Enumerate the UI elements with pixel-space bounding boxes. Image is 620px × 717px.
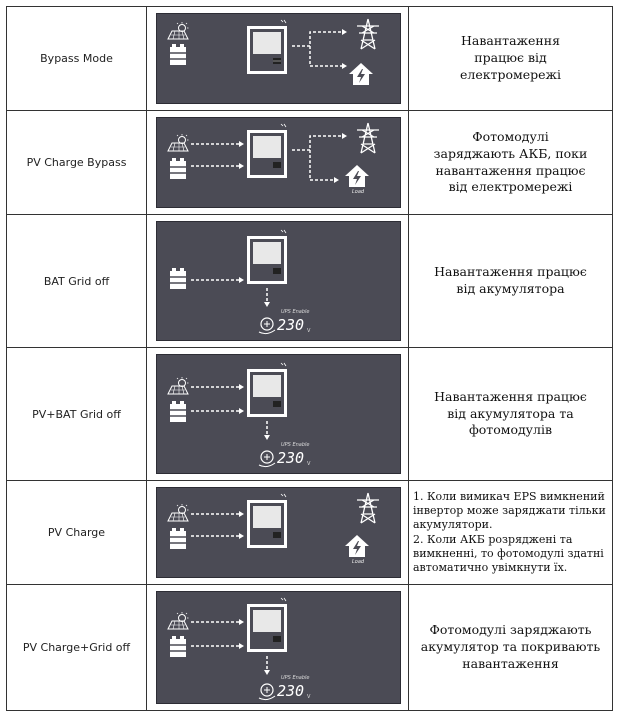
- ups-flow-line: [264, 656, 270, 675]
- mode-diagram-cell: Load: [147, 481, 409, 584]
- pv-panel-icon: [167, 134, 189, 152]
- battery-icon: [170, 636, 186, 657]
- pv-panel-icon: [167, 504, 189, 522]
- operating-modes-table: Bypass Mode: [6, 6, 613, 711]
- mode-diagram: UPS Enable 230 V: [156, 221, 401, 341]
- mode-diagram-cell: UPS Enable 230 V: [147, 585, 409, 710]
- ups-voltage-unit: V: [307, 694, 311, 700]
- battery-icon: [170, 268, 186, 289]
- mode-name: PV Charge: [7, 481, 147, 584]
- grid-flow-line: [292, 29, 347, 69]
- mode-description: Фотомодулі заряджають АКБ, поки навантаж…: [409, 111, 612, 214]
- ups-output-icon: UPS Enable 230 V: [258, 442, 311, 468]
- battery-flow-line: [191, 277, 244, 283]
- inverter-icon: [247, 597, 287, 652]
- pv-flow-line: [191, 511, 244, 539]
- mode-diagram-cell: UPS Enable 230 V: [147, 215, 409, 347]
- mode-description-text: Фотомодулі заряджають АКБ, поки навантаж…: [433, 128, 588, 195]
- battery-icon: [170, 528, 186, 549]
- inverter-icon: [247, 229, 287, 284]
- table-row: PV Charge: [7, 481, 612, 585]
- pv-panel-icon: [167, 22, 189, 40]
- grid-tower-icon: [357, 18, 379, 50]
- mode-name: Bypass Mode: [7, 7, 147, 110]
- ups-voltage-value: 230: [277, 449, 304, 467]
- mode-description: Навантаження працює від акумулятора та ф…: [409, 348, 612, 480]
- mode-description: Фотомодулі заряджають акумулятор та покр…: [409, 585, 612, 710]
- mode-diagram: UPS Enable 230 V: [156, 591, 401, 704]
- mode-diagram: [156, 13, 401, 104]
- battery-icon: [170, 401, 186, 422]
- table-row: PV Charge Bypass: [7, 111, 612, 215]
- grid-flow-line: [292, 133, 347, 183]
- table-row: Bypass Mode: [7, 7, 612, 111]
- house-icon: Load: [345, 165, 369, 195]
- mode-name: BAT Grid off: [7, 215, 147, 347]
- mode-description: Навантаження працює від електромережі: [409, 7, 612, 110]
- mode-name: PV Charge Bypass: [7, 111, 147, 214]
- inverter-icon: [247, 493, 287, 548]
- ups-enable-label: UPS Enable: [281, 442, 309, 448]
- table-row: PV+BAT Grid off: [7, 348, 612, 481]
- mode-diagram-cell: UPS Enable 230 V: [147, 348, 409, 480]
- mode-description-text: Навантаження працює від акумулятора та ф…: [434, 388, 587, 438]
- mode-description: Навантаження працює від акумулятора: [409, 215, 612, 347]
- grid-tower-icon: [357, 492, 379, 524]
- mode-name: PV Charge+Grid off: [7, 585, 147, 710]
- mode-description-text: 1. Коли вимикач EPS вимкнений інвертор м…: [413, 489, 606, 575]
- ups-voltage-value: 230: [277, 682, 304, 700]
- pv-flow-line: [191, 619, 244, 649]
- ups-output-icon: UPS Enable 230 V: [258, 675, 311, 701]
- house-load-label: Load: [352, 189, 365, 195]
- table-row: PV Charge+Grid off: [7, 585, 612, 710]
- battery-icon: [170, 158, 186, 179]
- mode-diagram-cell: [147, 7, 409, 110]
- mode-diagram: Load: [156, 487, 401, 578]
- pv-panel-icon: [167, 612, 189, 630]
- ups-voltage-unit: V: [307, 461, 311, 467]
- mode-diagram: UPS Enable 230 V: [156, 354, 401, 474]
- inverter-icon: [247, 362, 287, 417]
- ups-flow-line: [264, 288, 270, 307]
- house-icon: [349, 63, 373, 85]
- table-row: BAT Grid off: [7, 215, 612, 348]
- battery-icon: [170, 44, 186, 65]
- ups-enable-label: UPS Enable: [281, 309, 309, 315]
- house-icon: Load: [345, 535, 369, 565]
- ups-voltage-value: 230: [277, 316, 304, 334]
- house-load-label: Load: [352, 559, 365, 565]
- ups-flow-line: [264, 421, 270, 440]
- mode-description-text: Навантаження працює від електромережі: [459, 33, 561, 82]
- ups-voltage-unit: V: [307, 328, 311, 334]
- inverter-icon: [247, 19, 287, 74]
- pv-flow-line: [191, 384, 244, 414]
- grid-tower-icon: [357, 122, 379, 154]
- pv-panel-icon: [167, 377, 189, 395]
- pv-flow-line: [191, 141, 244, 169]
- mode-diagram: Load: [156, 117, 401, 208]
- mode-name: PV+BAT Grid off: [7, 348, 147, 480]
- mode-description: 1. Коли вимикач EPS вимкнений інвертор м…: [409, 481, 612, 584]
- mode-description-text: Фотомодулі заряджають акумулятор та покр…: [420, 622, 601, 671]
- mode-description-text: Навантаження працює від акумулятора: [434, 264, 587, 296]
- ups-enable-label: UPS Enable: [281, 675, 309, 681]
- ups-output-icon: UPS Enable 230 V: [258, 309, 311, 335]
- mode-diagram-cell: Load: [147, 111, 409, 214]
- inverter-icon: [247, 123, 287, 178]
